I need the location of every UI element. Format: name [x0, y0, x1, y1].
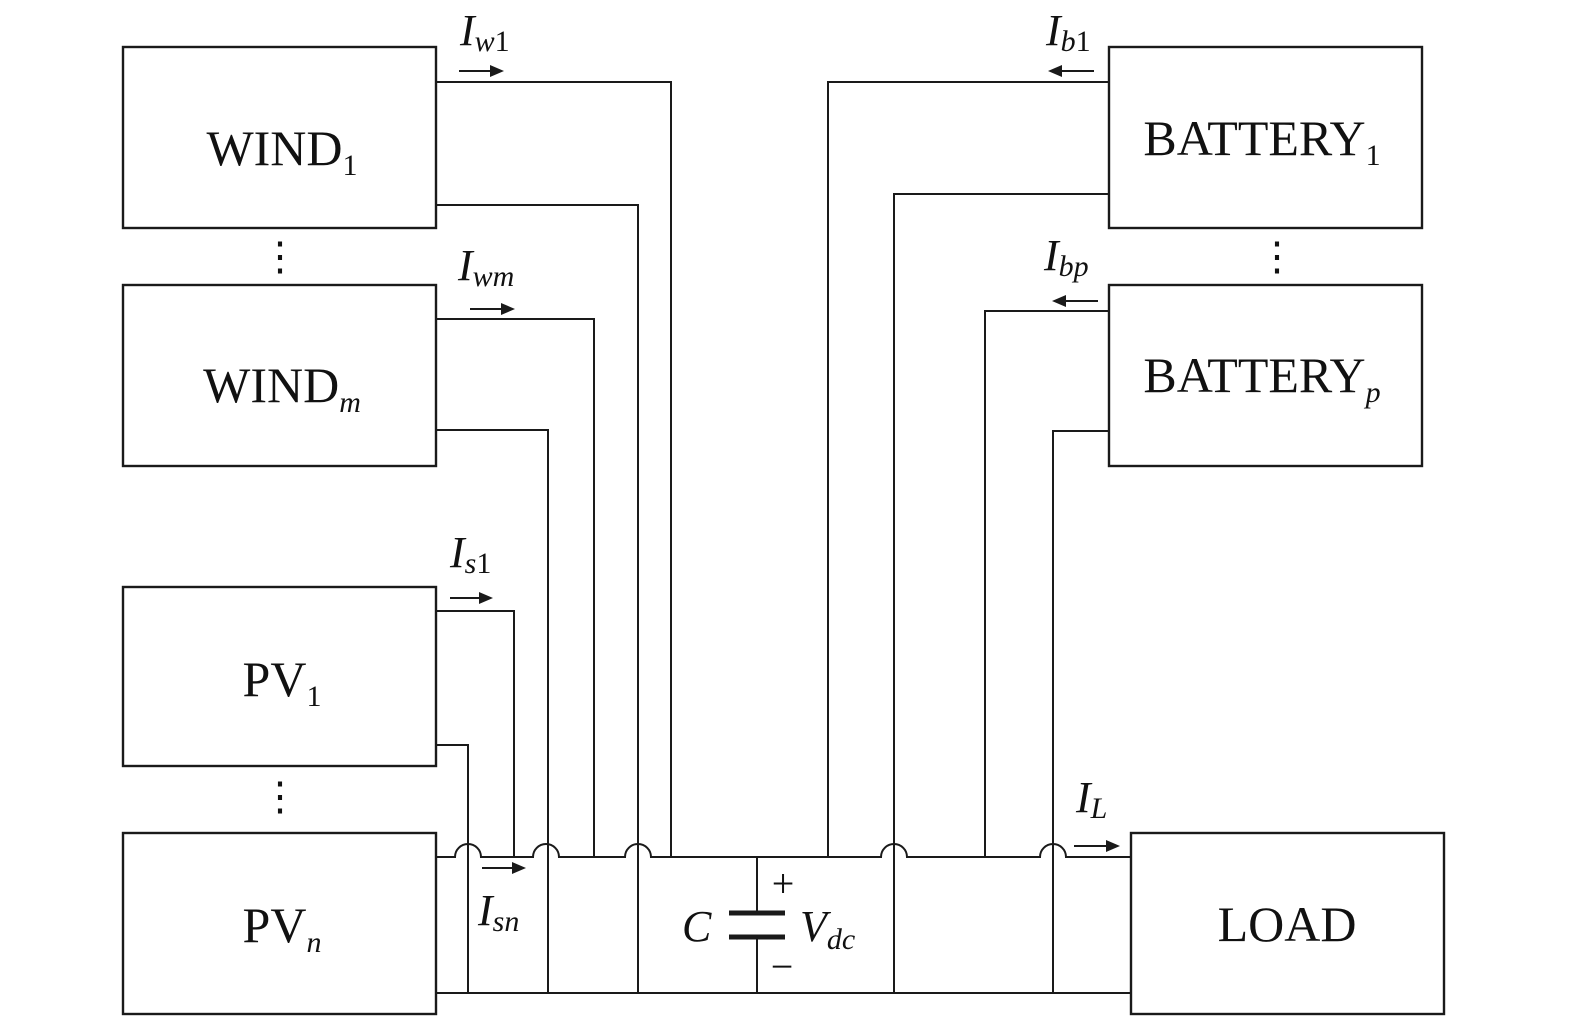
block-battery-p: BATTERYp [1107, 283, 1424, 468]
pv-n-label: PVn [243, 897, 322, 959]
battery-p-box [1107, 283, 1424, 468]
capacitor-label: C [682, 902, 712, 951]
dc-voltage-label: Vdc [800, 902, 855, 956]
block-load: LOAD [1129, 831, 1446, 1016]
label-iw1: Iw1 [459, 6, 510, 58]
arrow-isn-head [512, 862, 526, 874]
label-ibp: Ibp [1043, 231, 1089, 283]
battery-1-label: BATTERY1 [1143, 110, 1380, 172]
pv1-negative-wire [437, 744, 469, 993]
pv1-positive-wire [437, 610, 515, 857]
batteryp-positive-wire [984, 310, 1109, 857]
label-isn: Isn [477, 886, 519, 938]
positive-dc-bus [437, 843, 1131, 858]
battery1-negative-wire [893, 193, 1109, 993]
battery-ellipsis: ⋮ [1257, 234, 1297, 279]
block-pv-n: PVn [121, 831, 438, 1016]
battery1-positive-wire [827, 81, 1109, 857]
arrow-ib1-head [1048, 65, 1062, 77]
battery-1-box [1107, 45, 1424, 230]
arrow-is1-head [479, 592, 493, 604]
current-arrows [450, 65, 1120, 874]
capacitor-minus-sign: − [771, 944, 794, 989]
wind-1-label: WIND1 [206, 120, 357, 182]
block-wind-1: WIND1 [121, 45, 438, 230]
arrow-iwm-head [501, 303, 515, 315]
load-label: LOAD [1218, 896, 1357, 952]
label-il: IL [1075, 773, 1107, 825]
capacitor-symbol [729, 910, 785, 940]
capacitor-plus-sign: + [772, 861, 795, 906]
arrow-iw1-head [490, 65, 504, 77]
block-battery-1: BATTERY1 [1107, 45, 1424, 230]
label-iwm: Iwm [457, 241, 514, 293]
pv-1-label: PV1 [243, 651, 322, 713]
wires [437, 81, 1131, 994]
battery-p-label: BATTERYp [1143, 347, 1380, 409]
arrow-il-head [1106, 840, 1120, 852]
wind1-negative-wire [437, 204, 639, 993]
arrow-ibp-head [1052, 295, 1066, 307]
block-wind-m: WINDm [121, 283, 438, 468]
label-ib1: Ib1 [1045, 6, 1091, 58]
wind-ellipsis: ⋮ [260, 234, 300, 279]
wind1-positive-wire [437, 81, 672, 857]
wind-1-box [121, 45, 438, 230]
wind-m-box [121, 283, 438, 468]
block-pv-1: PV1 [121, 585, 438, 768]
pv-ellipsis: ⋮ [260, 774, 300, 819]
batteryp-negative-wire [1052, 430, 1109, 993]
wind-m-label: WINDm [203, 357, 361, 419]
pv-1-box [121, 585, 438, 768]
load-box [1129, 831, 1446, 1016]
windm-positive-wire [437, 318, 595, 857]
windm-negative-wire [437, 429, 549, 993]
pv-n-box [121, 831, 438, 1016]
label-is1: Is1 [449, 528, 491, 580]
